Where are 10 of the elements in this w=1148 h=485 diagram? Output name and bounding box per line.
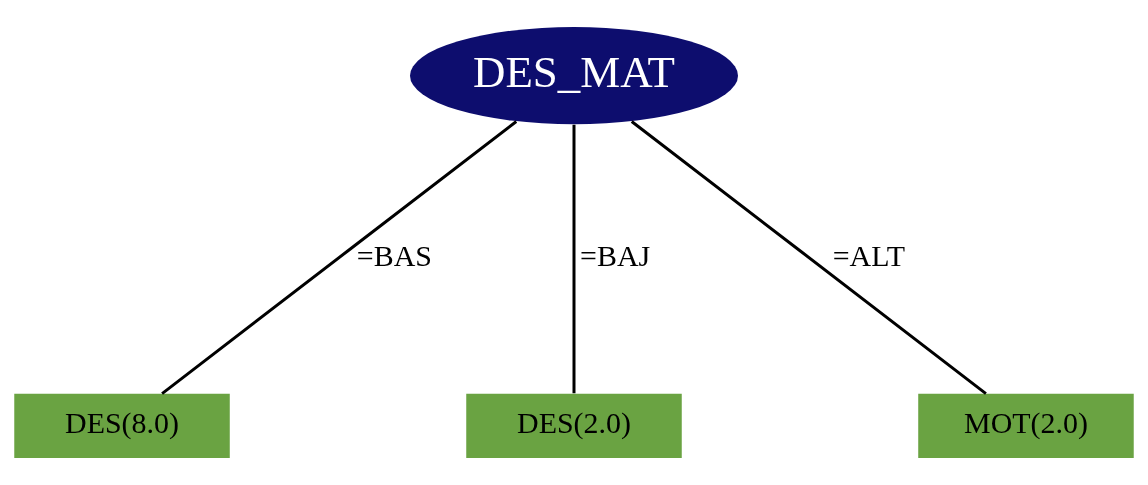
node-box: DES(2.0) [466,393,682,458]
connector [161,120,518,395]
node-box: MOT(2.0) [918,393,1134,458]
edge-label: =BAJ [580,239,651,273]
edge-label: =ALT [832,239,905,273]
connector [630,120,987,395]
node-box: DES(8.0) [14,393,230,458]
edge-label: =BAS [356,239,432,273]
node-ellipse: DES_MAT [410,27,738,125]
connector [572,124,576,394]
